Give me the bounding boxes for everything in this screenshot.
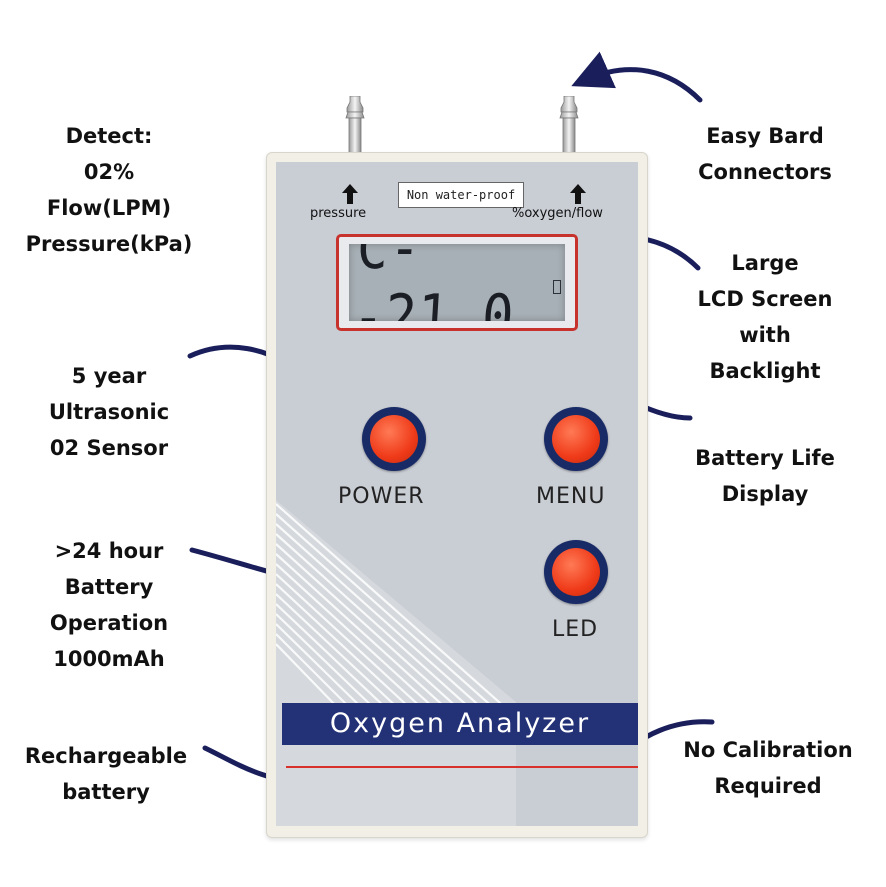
menu-button-label: MENU xyxy=(536,484,606,509)
connector-oxygen-flow xyxy=(559,96,579,158)
callout-battery-operation: >24 hour Battery Operation 1000mAh xyxy=(49,539,169,671)
arrow-connectors xyxy=(571,51,703,103)
callout-detect: Detect: 02% Flow(LPM) Pressure(kPa) xyxy=(25,124,193,256)
port-label-oxygen-flow: %oxygen/flow xyxy=(512,206,603,221)
callout-battery-life: Battery Life Display xyxy=(695,446,835,506)
callout-lcd: Large LCD Screen with Backlight xyxy=(697,251,833,383)
arrow-up-icon xyxy=(342,184,358,204)
lcd-screen: C--21.0 xyxy=(349,244,565,321)
power-button-label: POWER xyxy=(338,484,425,509)
lcd-screen-frame: C--21.0 xyxy=(336,234,578,331)
power-button[interactable] xyxy=(362,407,426,471)
battery-icon xyxy=(553,280,561,294)
callout-connectors: Easy Bard Connectors xyxy=(698,124,832,184)
led-button[interactable] xyxy=(544,540,608,604)
callout-rechargeable: Rechargeable battery xyxy=(24,744,188,804)
red-divider-line xyxy=(286,766,638,768)
brand-banner: Oxygen Analyzer xyxy=(282,703,638,745)
menu-button[interactable] xyxy=(544,407,608,471)
oxygen-analyzer-device: Non water-proof pressure %oxygen/flow C-… xyxy=(266,152,648,838)
front-panel: Non water-proof pressure %oxygen/flow C-… xyxy=(276,162,638,826)
lcd-reading: C--21.0 xyxy=(350,244,517,321)
connector-pressure xyxy=(345,96,365,158)
callout-calibration: No Calibration Required xyxy=(683,738,853,798)
led-button-label: LED xyxy=(552,617,599,642)
port-label-pressure: pressure xyxy=(310,206,367,221)
callout-sensor: 5 year Ultrasonic 02 Sensor xyxy=(48,364,170,460)
arrow-up-icon xyxy=(570,184,586,204)
water-proof-warning-label: Non water-proof xyxy=(398,182,524,208)
